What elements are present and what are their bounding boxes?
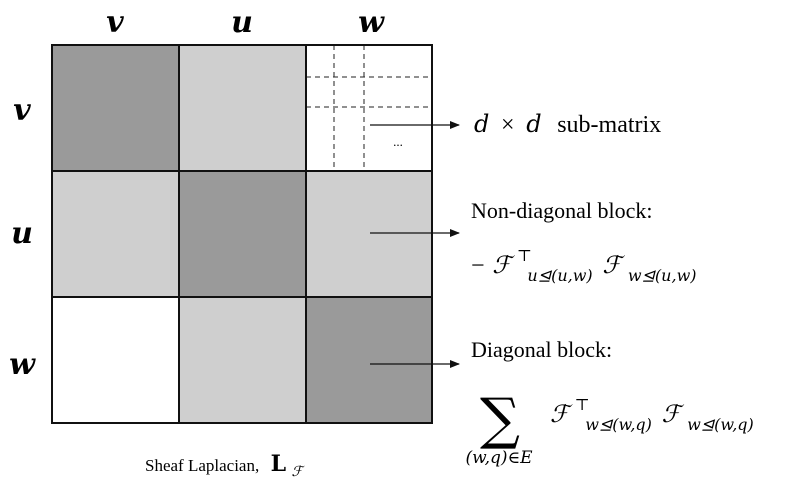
column-label-u: u (231, 5, 253, 40)
diagonal-sum-symbol: ∑ (480, 387, 520, 452)
diagonal-sum-subscript: (w,q)∈E (465, 448, 533, 468)
grid-lines (51, 44, 433, 424)
block-v-v (52, 45, 179, 171)
block-u-v (52, 171, 179, 297)
block-w-v (52, 297, 179, 423)
submatrix-ellipsis: ... (393, 134, 403, 149)
block-u-w (306, 171, 432, 297)
block-v-u (179, 45, 306, 171)
submatrix-dashed-grid (306, 45, 432, 171)
block-w-w (306, 297, 432, 423)
submatrix-annotation: d × d sub-matrix (474, 110, 661, 138)
diagonal-title: Diagonal block: (471, 337, 612, 362)
column-label-w: w (358, 5, 385, 40)
nondiagonal-title: Non-diagonal block: (471, 198, 652, 223)
caption: Sheaf Laplacian, L ℱ (145, 451, 306, 480)
matrix-grid (52, 45, 432, 423)
block-u-u (179, 171, 306, 297)
block-w-u (179, 297, 306, 423)
nondiagonal-formula: − ℱ ⊤ u⊴(u,w) ℱ w⊴(u,w) (471, 239, 697, 287)
row-label-w: w (9, 347, 36, 382)
row-label-v: v (13, 93, 31, 128)
row-label-u: u (11, 216, 33, 251)
block-v-w (306, 45, 432, 171)
diagonal-formula: ℱ ⊤ w⊴(w,q) ℱ w⊴(w,q) (550, 388, 754, 436)
column-label-v: v (106, 5, 124, 40)
